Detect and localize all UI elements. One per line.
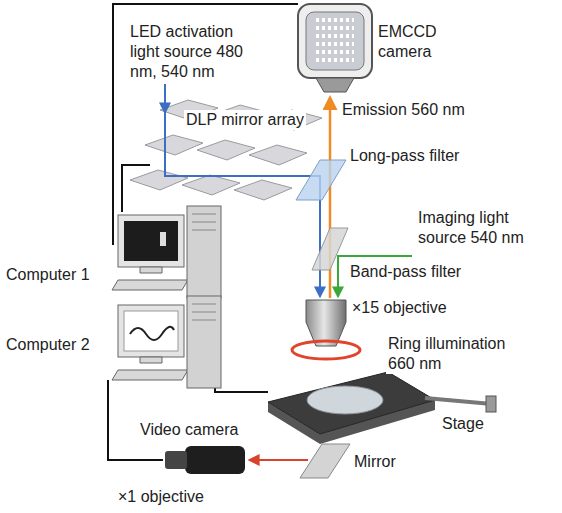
image-beam — [250, 459, 308, 461]
objective — [306, 300, 346, 346]
label: Mirror — [352, 452, 398, 472]
activation-beam — [164, 84, 166, 112]
screen — [124, 311, 178, 351]
screen-content — [130, 327, 174, 340]
keyboard — [112, 267, 188, 290]
stage — [268, 372, 496, 444]
video-camera — [165, 446, 245, 474]
camera-lens — [316, 78, 354, 92]
label: Emission 560 nm — [340, 100, 467, 120]
label: Computer 2 — [4, 335, 92, 355]
band-pass-filter — [312, 228, 348, 270]
drive-bays — [192, 214, 216, 230]
long-pass-filter — [296, 160, 346, 200]
dish — [307, 386, 383, 414]
computer-2 — [112, 296, 221, 388]
monitor — [118, 305, 184, 357]
drive-bays — [192, 304, 216, 320]
screen — [124, 221, 178, 261]
stage-plate — [268, 372, 435, 434]
label: Ring illumination 660 nm — [386, 334, 532, 374]
label: Stage — [440, 414, 486, 434]
label: Video camera — [138, 420, 240, 440]
tower — [187, 296, 221, 388]
camera-face — [306, 12, 364, 70]
camera-fins — [316, 20, 354, 60]
screen-content — [160, 232, 166, 246]
cable — [122, 165, 150, 212]
camera-objective — [165, 451, 187, 469]
keyboard — [112, 357, 188, 380]
label: DLP mirror array — [184, 110, 306, 130]
label: Imaging light source 540 nm — [416, 208, 542, 248]
ring-illumination — [292, 341, 360, 359]
label: ×15 objective — [350, 298, 449, 318]
camera-body — [298, 4, 372, 78]
cable — [215, 300, 268, 392]
label: ×1 objective — [116, 487, 206, 507]
label: LED activation light source 480 nm, 540 … — [128, 22, 260, 82]
label: EMCCD camera — [376, 22, 456, 62]
stage-rod — [425, 398, 492, 404]
label: Band-pass filter — [348, 262, 463, 282]
tower — [187, 206, 221, 298]
monitor — [118, 215, 184, 267]
stage-knob — [486, 396, 496, 412]
label: Computer 1 — [4, 265, 92, 285]
emccd-camera — [298, 4, 372, 92]
camera-body — [185, 446, 245, 474]
computer-1 — [112, 206, 221, 298]
label: Long-pass filter — [348, 146, 461, 166]
mirror-array — [130, 100, 322, 200]
